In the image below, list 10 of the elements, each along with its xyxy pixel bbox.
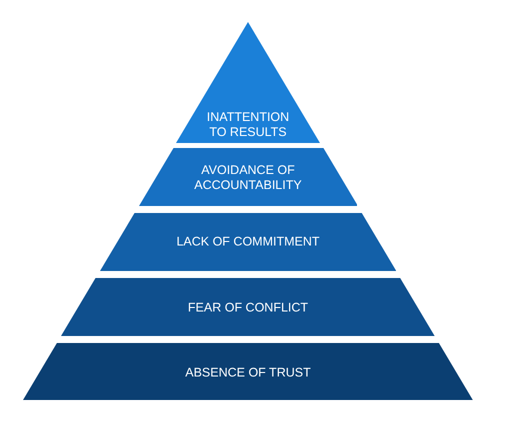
- pyramid-tier: [61, 278, 435, 336]
- pyramid-tier: [23, 343, 473, 400]
- tier-label: INATTENTION TO RESULTS: [206, 110, 290, 140]
- tier-label: LACK OF COMMITMENT: [176, 234, 320, 250]
- pyramid-top-triangle: [176, 22, 320, 143]
- tier-label: AVOIDANCE OF ACCOUNTABILITY: [193, 163, 303, 193]
- tier-label: ABSENCE OF TRUST: [185, 366, 311, 380]
- tier-label: FEAR OF CONFLICT: [188, 300, 308, 316]
- pyramid-tier: [138, 148, 358, 206]
- pyramid-tier: [100, 213, 396, 271]
